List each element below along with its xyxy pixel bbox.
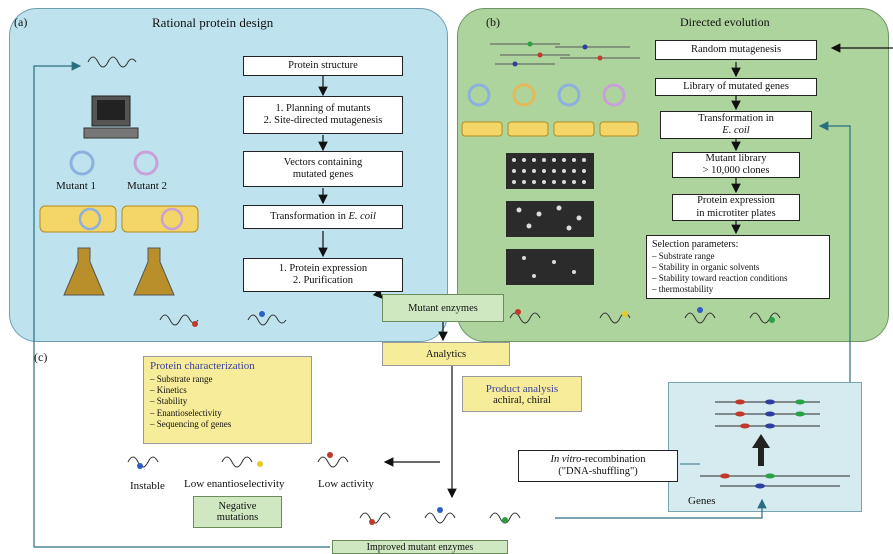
mutant-1-label: Mutant 1 <box>56 180 97 192</box>
protein-characterization-box: Protein characterization – Substrate ran… <box>143 356 312 444</box>
flask-icons <box>63 247 175 296</box>
random-mutagenesis-box: Random mutagenesis <box>655 40 817 60</box>
low-enantioselectivity-label: Low enantioselectivity <box>184 478 285 490</box>
library-box: Library of mutated genes <box>655 78 817 96</box>
panel-b-letter: (b) <box>486 15 500 29</box>
transformation-b-box: Transformation in E. coil <box>660 111 812 139</box>
analytics-box: Analytics <box>382 342 510 366</box>
mutant-2-label: Mutant 2 <box>127 180 168 192</box>
selection-parameters-box: Selection parameters: – Substrate range … <box>646 235 830 299</box>
genes-label: Genes <box>688 495 716 507</box>
negative-mutations-box: Negative mutations <box>193 496 282 528</box>
mutant-library-box: Mutant library > 10,000 clones <box>672 152 800 178</box>
recombination-box: In vitro-recombination ("DNA-shuffling") <box>518 450 678 482</box>
computer-icon <box>83 95 139 139</box>
mutant-enzymes-box: Mutant enzymes <box>382 294 504 322</box>
cell-plates-b <box>461 121 639 137</box>
expression-purification-box: 1. Protein expression 2. Purification <box>243 258 403 292</box>
plasmids-b <box>467 83 626 107</box>
transformation-a-box: Transformation in E. coil <box>243 205 403 229</box>
product-analysis-box: Product analysis achiral, chiral <box>462 376 582 412</box>
gene-lines <box>700 401 850 487</box>
protein-expression-b-box: Protein expression in microtiter plates <box>672 194 800 221</box>
instable-label: Instable <box>130 480 165 492</box>
mutation-dots <box>137 307 775 525</box>
panel-b-title: Directed evolution <box>680 15 770 29</box>
panel-c-letter: (c) <box>34 350 48 364</box>
mutated-gene-lines <box>490 43 640 65</box>
mutant-planning-box: 1. Planning of mutants 2. Site-directed … <box>243 96 403 134</box>
microtiter-wells <box>512 158 586 278</box>
panel-a-letter: (a) <box>14 15 28 29</box>
protein-structure-box: Protein structure <box>243 56 403 76</box>
gene-markers <box>720 399 805 489</box>
low-activity-label: Low activity <box>318 478 374 490</box>
vectors-box: Vectors containing mutated genes <box>243 151 403 187</box>
panel-a-title: Rational protein design <box>152 15 274 30</box>
